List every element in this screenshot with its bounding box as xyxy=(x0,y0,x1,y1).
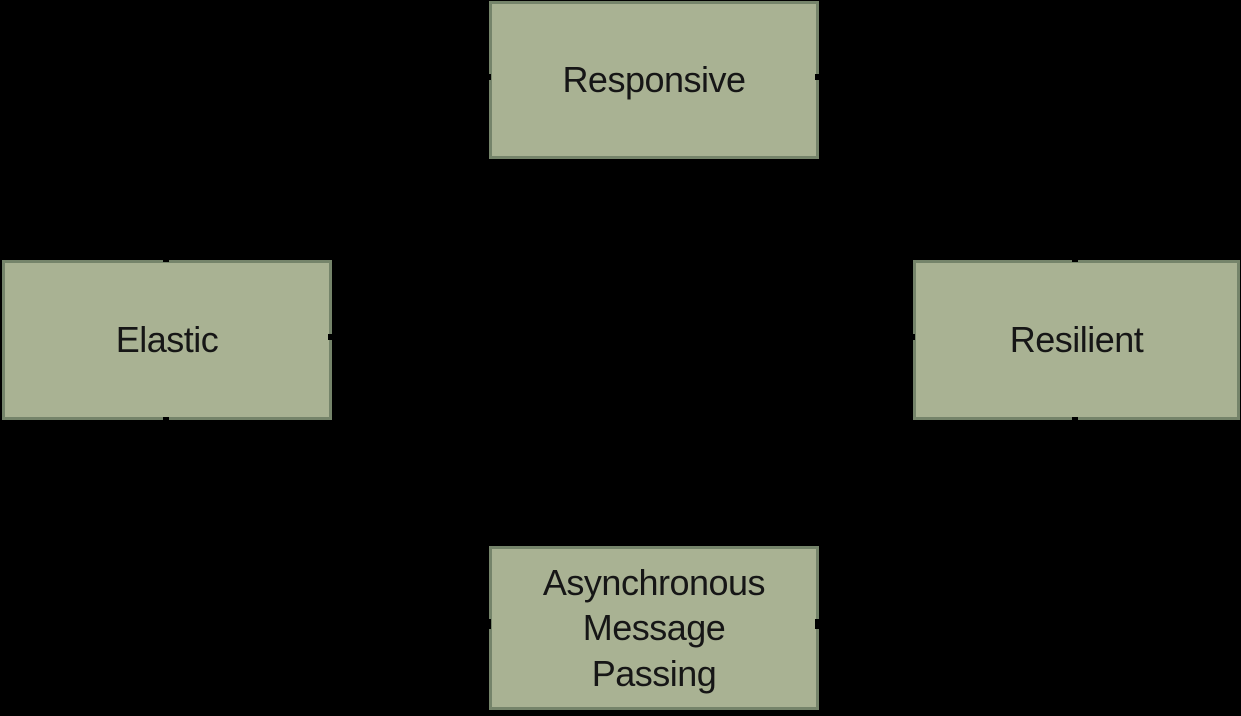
connector-stub-responsive-left xyxy=(485,74,491,80)
node-responsive-label: Responsive xyxy=(562,59,746,101)
node-resilient: Resilient xyxy=(913,260,1240,420)
connector-stub-elastic-right xyxy=(328,334,334,340)
node-elastic-label: Elastic xyxy=(115,319,219,361)
node-resilient-label: Resilient xyxy=(1009,319,1144,361)
connector-stub-async-left xyxy=(485,619,491,629)
node-responsive: Responsive xyxy=(489,1,819,159)
connector-stub-async-right xyxy=(815,619,821,629)
node-elastic: Elastic xyxy=(2,260,332,420)
connector-stub-resilient-top xyxy=(1072,256,1078,262)
node-async-message-passing-label: Asynchronous Message Passing xyxy=(542,561,766,694)
connector-stub-responsive-right xyxy=(815,74,821,80)
connector-stub-resilient-left xyxy=(909,334,915,340)
node-async-message-passing: Asynchronous Message Passing xyxy=(489,546,819,710)
connector-stub-elastic-top xyxy=(163,256,169,262)
connector-stub-resilient-bottom xyxy=(1072,417,1078,423)
connector-stub-elastic-bottom xyxy=(163,417,169,423)
